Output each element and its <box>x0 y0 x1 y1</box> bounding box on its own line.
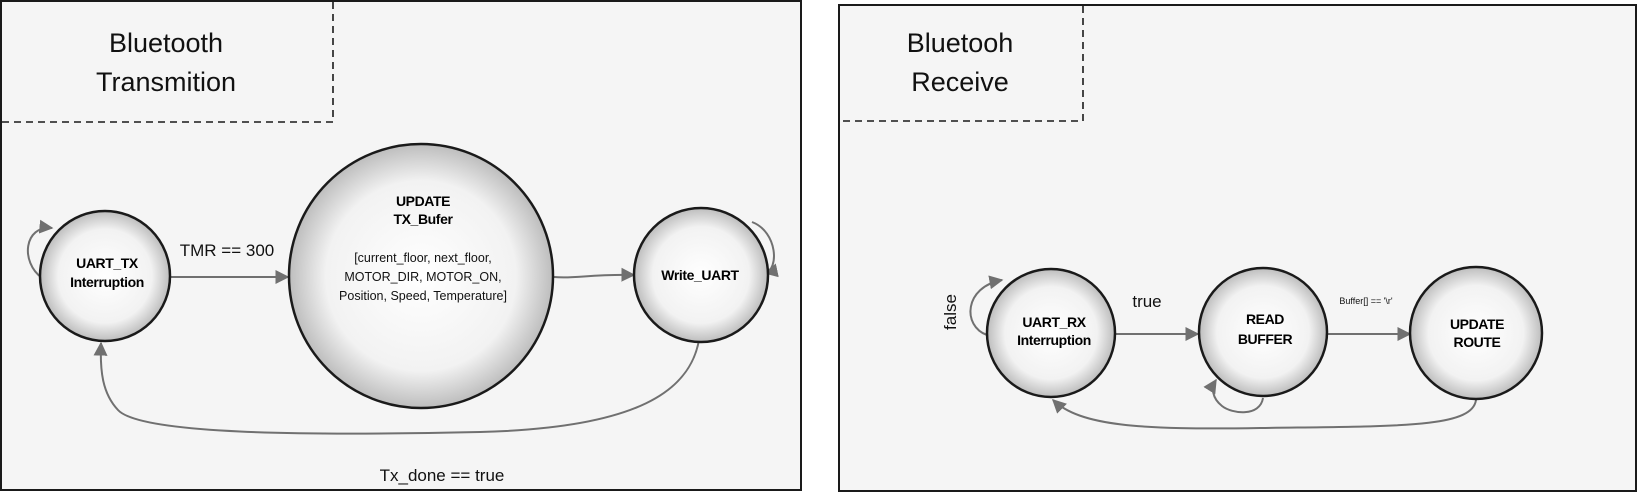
state-update-detail-2: MOTOR_DIR, MOTOR_ON, <box>344 270 501 284</box>
state-read-buffer-label-1: READ <box>1246 311 1284 327</box>
transmission-panel: Bluetooth Transmition TMR == 300 Tx_done… <box>0 0 802 491</box>
state-update-route-label-1: UPDATE <box>1450 316 1504 332</box>
edge-read-buffer-self-loop <box>1203 378 1264 414</box>
state-uart-tx-label-2: Interruption <box>70 274 144 290</box>
edge-update-route-to-uart-rx <box>1051 399 1477 430</box>
state-update-route-circle <box>1408 265 1544 401</box>
state-read-buffer-label-2: BUFFER <box>1238 331 1293 347</box>
state-update-detail-3: Position, Speed, Temperature] <box>339 289 507 303</box>
state-uart-rx: UART_RX Interruption <box>985 267 1117 399</box>
state-update-label-1: UPDATE <box>396 193 450 209</box>
edge-label-tx-done: Tx_done == true <box>380 466 505 485</box>
transmission-edges: TMR == 300 Tx_done == true <box>26 219 779 485</box>
transmission-title-line-2: Transmition <box>96 67 236 97</box>
edge-label-false: false <box>941 294 960 330</box>
state-uart-tx-label-1: UART_TX <box>76 255 139 271</box>
state-uart-tx: UART_TX Interruption <box>38 209 172 343</box>
state-update-route: UPDATE ROUTE <box>1408 265 1544 401</box>
state-update-route-label-2: ROUTE <box>1453 334 1500 350</box>
state-uart-rx-label-1: UART_RX <box>1022 314 1086 330</box>
state-write-uart-label: Write_UART <box>661 267 739 283</box>
state-uart-rx-circle <box>985 267 1117 399</box>
edge-uart-tx-self-loop <box>26 219 54 279</box>
receive-panel-frame <box>838 4 1637 492</box>
receive-title-line-1: Bluetooh <box>907 28 1014 58</box>
state-uart-rx-label-2: Interruption <box>1017 332 1091 348</box>
receive-title-line-2: Receive <box>911 67 1009 97</box>
state-uart-tx-circle <box>38 209 172 343</box>
transmission-title-box: Bluetooth Transmition <box>2 2 334 123</box>
state-write-uart: Write_UART <box>632 206 770 344</box>
state-write-uart-circle <box>632 206 770 344</box>
receive-title-border <box>840 6 1084 122</box>
edge-label-true: true <box>1132 292 1161 311</box>
state-update-label-2: TX_Bufer <box>393 211 453 227</box>
edge-label-tmr: TMR == 300 <box>180 241 275 260</box>
state-read-buffer-circle <box>1197 266 1329 398</box>
transmission-title-border <box>2 2 334 123</box>
state-read-buffer: READ BUFFER <box>1197 266 1329 398</box>
transmission-title-line-1: Bluetooth <box>109 28 223 58</box>
state-update-detail-1: [current_floor, next_floor, <box>354 251 492 265</box>
edge-uart-rx-self-loop <box>969 275 1004 336</box>
receive-panel: Bluetooh Receive false true Buffer[] == … <box>838 4 1637 492</box>
edge-write-to-uart-tx <box>93 339 700 435</box>
receive-title-box: Bluetooh Receive <box>840 6 1084 122</box>
state-update-tx-bufer: UPDATE TX_Bufer [current_floor, next_flo… <box>287 142 555 410</box>
receive-edges: false true Buffer[] == '\r' <box>941 275 1477 430</box>
edge-update-to-write <box>553 267 636 282</box>
edge-label-buffer: Buffer[] == '\r' <box>1339 296 1393 306</box>
state-update-tx-bufer-circle <box>287 142 555 410</box>
